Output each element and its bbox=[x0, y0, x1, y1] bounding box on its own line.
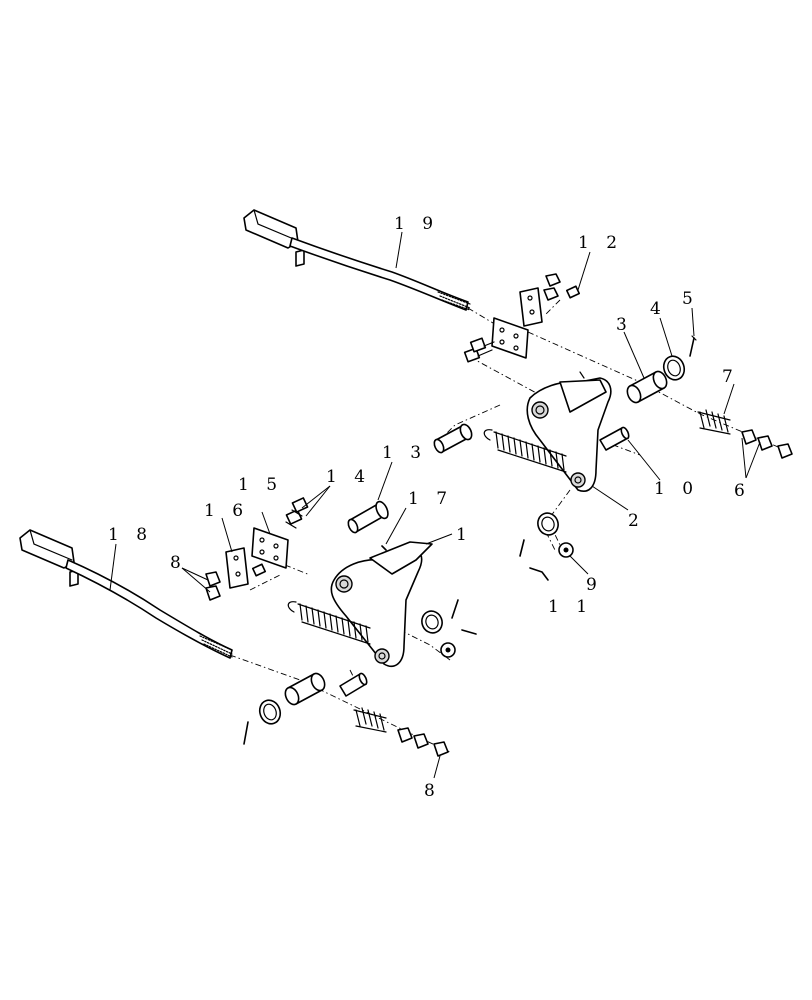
cotter-pin-lower bbox=[243, 721, 249, 745]
cotter-pin-upper bbox=[519, 539, 525, 557]
clamp-block-16 bbox=[225, 547, 249, 589]
upper-plate bbox=[491, 317, 529, 359]
callout-1: 1 bbox=[456, 525, 473, 545]
washer-9 bbox=[558, 542, 574, 558]
bushing-lower bbox=[284, 672, 326, 706]
bracket-1 bbox=[330, 541, 433, 668]
pin-11 bbox=[529, 567, 549, 581]
callout-13: 1 3 bbox=[382, 443, 427, 463]
upper-bolts bbox=[463, 273, 581, 363]
cotter-pin-lower-right bbox=[451, 599, 477, 635]
washer-lower-right bbox=[421, 610, 443, 634]
callout-4: 4 bbox=[650, 299, 667, 319]
washer-lower-small bbox=[440, 642, 456, 658]
pivot-pin-13 bbox=[347, 500, 389, 534]
plate-15 bbox=[251, 527, 289, 569]
bushing-3 bbox=[626, 370, 668, 404]
upper-clamp-block bbox=[519, 287, 543, 327]
nuts-8-left bbox=[205, 563, 267, 601]
callout-19: 1 9 bbox=[394, 214, 439, 234]
callout-11: 1 1 bbox=[548, 597, 593, 617]
pin-lower bbox=[339, 672, 368, 697]
lever-rod-19 bbox=[243, 209, 471, 311]
callout-10: 1 0 bbox=[654, 479, 699, 499]
spring-upper bbox=[483, 429, 567, 473]
bracket-2 bbox=[526, 371, 612, 492]
lever-rod-18 bbox=[19, 529, 233, 659]
callout-5: 5 bbox=[682, 289, 699, 309]
callout-7: 7 bbox=[722, 367, 739, 387]
leader-lines bbox=[109, 231, 761, 779]
washer-lower bbox=[258, 699, 282, 725]
pin-10 bbox=[599, 426, 630, 451]
callout-8-left: 8 bbox=[170, 553, 187, 573]
nuts-8-lower bbox=[397, 727, 449, 757]
washer-4 bbox=[662, 355, 686, 381]
callout-6: 6 bbox=[734, 481, 751, 501]
callout-14: 1 4 bbox=[326, 467, 371, 487]
callout-15: 1 5 bbox=[238, 475, 283, 495]
callout-16: 1 6 bbox=[204, 501, 249, 521]
spring-7 bbox=[697, 409, 731, 435]
callout-8-bottom: 8 bbox=[424, 781, 441, 801]
callout-18: 1 8 bbox=[108, 525, 153, 545]
callout-2: 2 bbox=[628, 511, 645, 531]
washer-upper-small bbox=[537, 512, 559, 536]
callout-9: 9 bbox=[586, 575, 603, 595]
callout-17: 1 7 bbox=[408, 489, 453, 509]
callout-labels: 1 9 1 2 3 4 5 7 1 0 6 2 9 1 1 1 3 1 4 1 … bbox=[108, 214, 751, 801]
screw-17 bbox=[381, 545, 387, 551]
studs-14 bbox=[285, 497, 309, 529]
callout-12: 1 2 bbox=[578, 233, 623, 253]
pivot-pin-upper bbox=[433, 423, 473, 454]
callout-3: 3 bbox=[616, 315, 633, 335]
nuts-6 bbox=[741, 429, 793, 459]
spring-lower bbox=[287, 601, 371, 645]
spring-lower-short bbox=[353, 707, 387, 733]
cotter-pin-5 bbox=[689, 335, 697, 357]
